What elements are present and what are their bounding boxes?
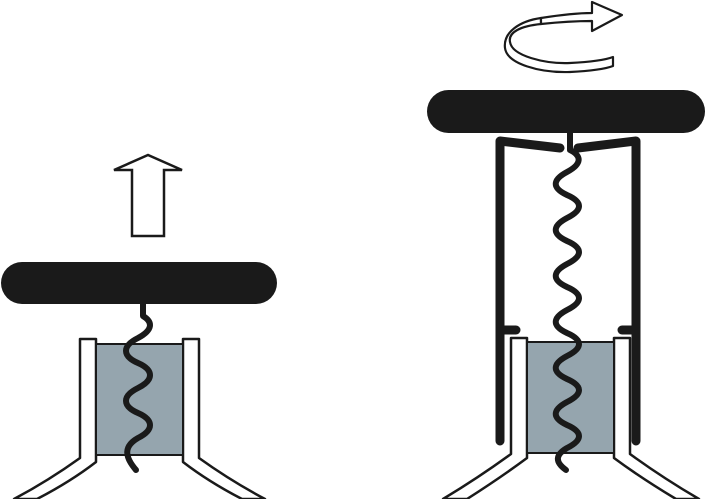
up-arrow-icon — [113, 153, 183, 238]
frame-leg-left — [495, 136, 565, 446]
bottle-neck-left — [12, 337, 98, 499]
bottle-neck-right — [612, 336, 701, 499]
corkscrew-worm — [123, 301, 153, 473]
frame-leg-right — [573, 136, 641, 446]
corkscrew-worm — [552, 130, 582, 473]
corkscrew-handle — [1, 262, 277, 304]
bottle-neck-left — [441, 336, 529, 499]
corkscrew-handle — [427, 90, 705, 133]
left-panel — [1, 153, 277, 499]
rotate-arrow-icon — [503, 0, 624, 74]
bottle-neck-right — [181, 337, 267, 499]
right-panel — [427, 0, 705, 499]
